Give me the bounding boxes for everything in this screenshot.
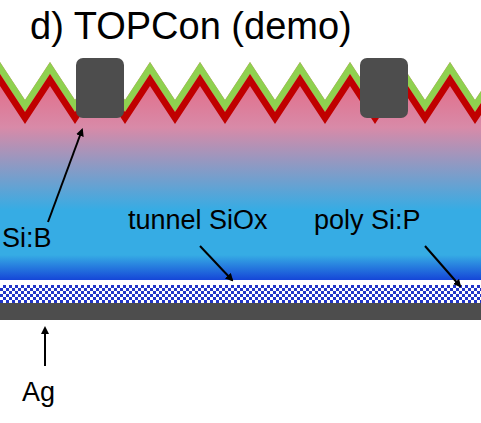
layer-label: Ag [22,378,55,408]
rear-ag [0,303,481,320]
panel-title: d) TOPCon (demo) [30,6,352,48]
front-arc-layer [0,62,481,112]
front-finger [360,58,408,118]
poly-si-layer [0,285,481,303]
front-finger [76,58,124,118]
rear-doping [0,255,481,280]
leader-line [48,130,82,222]
front-passivation [0,74,481,124]
layer-label: tunnel SiOx [128,206,268,236]
leader-line [200,246,232,280]
tunnel-oxide [0,280,481,285]
layer-label: Si:B [2,224,52,254]
layer-label: poly Si:P [314,206,421,236]
leader-line [425,246,460,286]
leader-line [44,328,46,366]
